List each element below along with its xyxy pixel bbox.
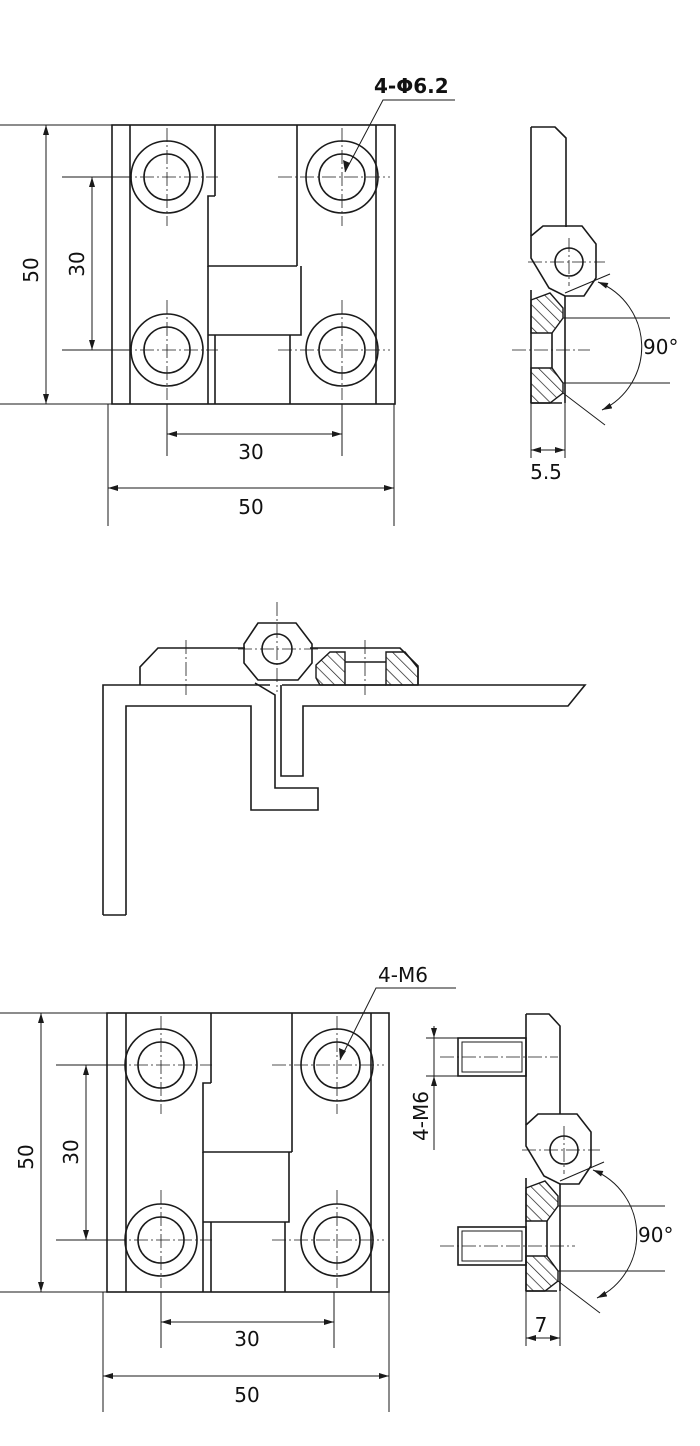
assembly-view xyxy=(102,602,587,916)
thickness-label-m6: 7 xyxy=(535,1313,548,1337)
dim-hole-vspacing-label-m6: 30 xyxy=(59,1139,83,1164)
stud-callout-label: 4-M6 xyxy=(409,1091,433,1141)
dim-width-label-m6: 50 xyxy=(234,1383,259,1407)
hinge-plate-outline xyxy=(111,124,396,405)
dim-hole-vspacing-label: 30 xyxy=(65,251,89,276)
dim-height-label-m6: 50 xyxy=(14,1144,38,1169)
top-front-view: 50 30 30 50 4-Φ6.2 xyxy=(0,74,455,526)
dim-height-label: 50 xyxy=(19,257,43,282)
thickness-label: 5.5 xyxy=(530,460,562,484)
thread-callout-label: 4-M6 xyxy=(378,963,428,987)
hole-callout-label: 4-Φ6.2 xyxy=(374,74,449,98)
bottom-side-view: 4-M6 90° 7 xyxy=(409,1013,673,1346)
dim-hole-hspacing-label: 30 xyxy=(238,440,263,464)
angle-label: 90° xyxy=(643,335,678,359)
dim-hole-hspacing-label-m6: 30 xyxy=(234,1327,259,1351)
angle-label-m6: 90° xyxy=(638,1223,673,1247)
bottom-front-view: 50 30 30 50 4-M6 xyxy=(0,963,456,1412)
dim-width-label: 50 xyxy=(238,495,263,519)
hinge-plate-outline-m6 xyxy=(106,1012,390,1293)
top-side-view: 90° 5.5 xyxy=(512,126,678,484)
